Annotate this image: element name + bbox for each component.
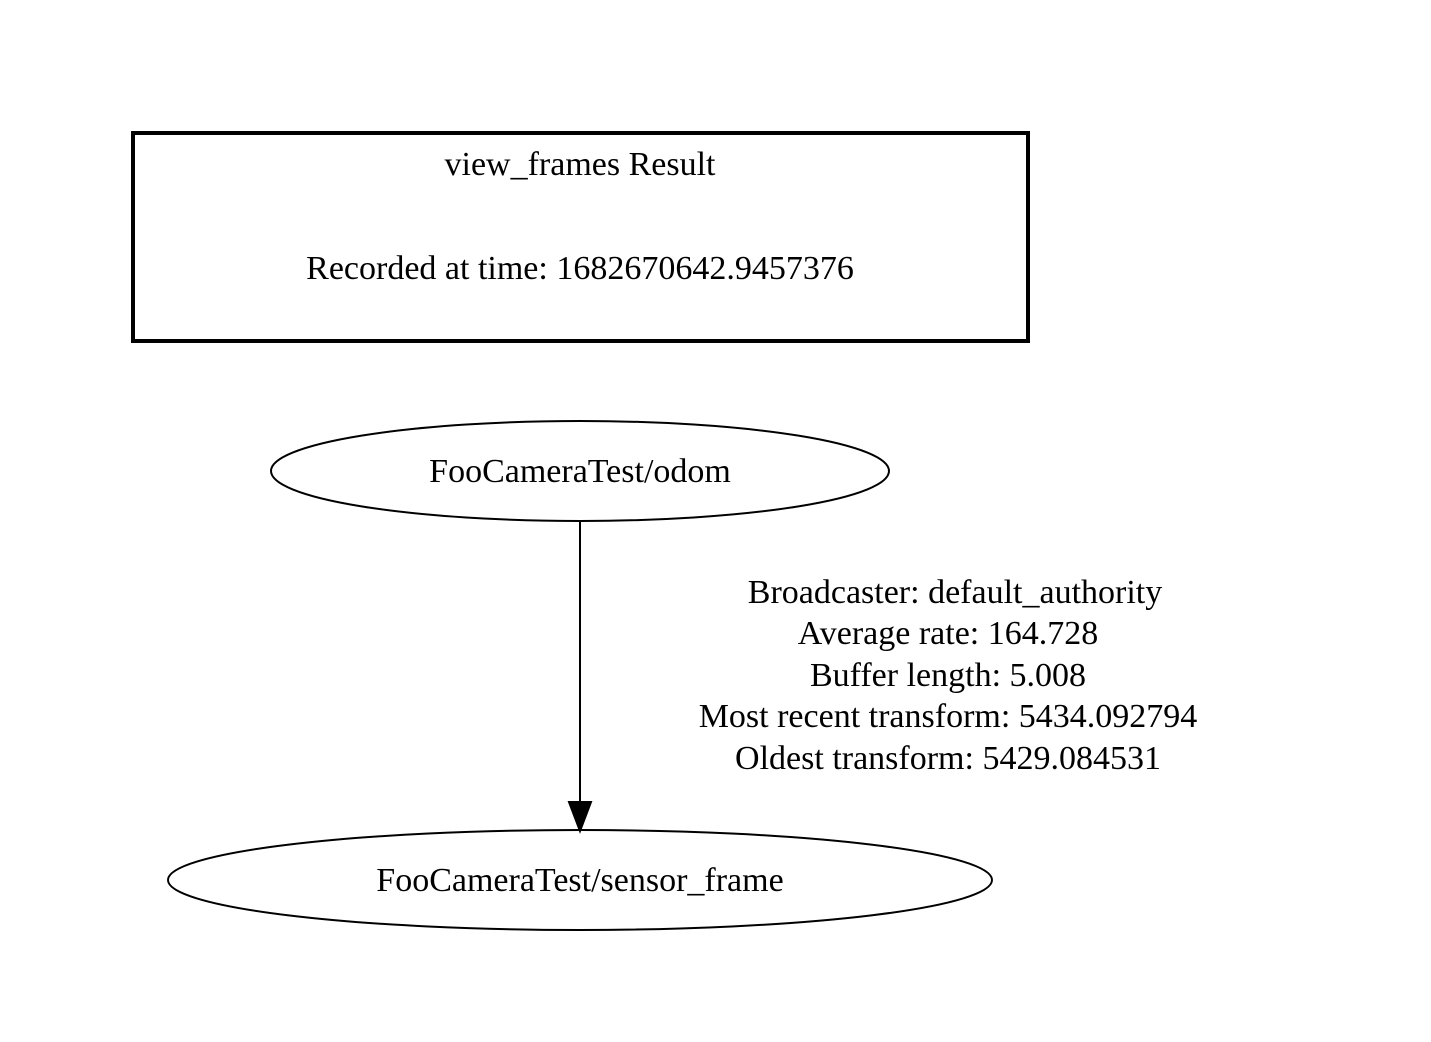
frame-node-sensor-frame: FooCameraTest/sensor_frame bbox=[167, 829, 993, 931]
transform-edge: Broadcaster: default_authority Average r… bbox=[567, 521, 1198, 834]
frame-node-sensor-frame-shape bbox=[167, 829, 993, 931]
transform-edge-arrowhead bbox=[567, 801, 593, 834]
title-box-title: view_frames Result bbox=[445, 146, 717, 183]
edge-label-average-rate: Average rate: 164.728 bbox=[798, 615, 1099, 652]
title-box: view_frames Result Recorded at time: 168… bbox=[131, 131, 1030, 343]
frame-node-odom-label: FooCameraTest/odom bbox=[429, 453, 731, 490]
edge-label-most-recent-transform: Most recent transform: 5434.092794 bbox=[699, 698, 1198, 735]
title-box-border bbox=[131, 131, 1030, 343]
title-box-recorded-time: Recorded at time: 1682670642.9457376 bbox=[306, 250, 854, 287]
edge-label-oldest-transform: Oldest transform: 5429.084531 bbox=[735, 740, 1161, 777]
edge-label-buffer-length: Buffer length: 5.008 bbox=[810, 657, 1086, 694]
frame-node-odom: FooCameraTest/odom bbox=[270, 420, 890, 522]
transform-edge-label: Broadcaster: default_authority Average r… bbox=[699, 574, 1198, 777]
edge-label-broadcaster: Broadcaster: default_authority bbox=[748, 574, 1162, 611]
frame-node-sensor-frame-label: FooCameraTest/sensor_frame bbox=[376, 862, 783, 899]
